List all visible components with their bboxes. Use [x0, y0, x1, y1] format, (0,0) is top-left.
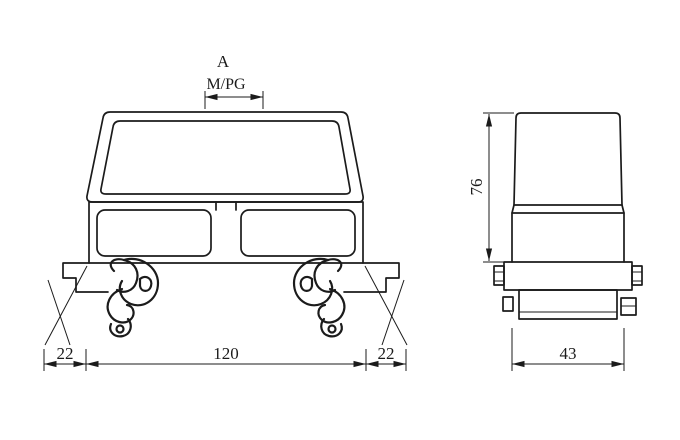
side-hood-outline — [513, 112, 623, 206]
corner-brace-right-a — [364, 265, 408, 346]
dim-value-body-width: 120 — [213, 344, 239, 363]
corner-brace-right-b — [381, 279, 405, 346]
section-label: A — [217, 52, 230, 71]
dim-value-left-flange: 22 — [57, 344, 74, 363]
front-dimensions: A M/PG 22 120 22 — [43, 52, 407, 371]
hood-window — [100, 120, 351, 195]
cover-plate-left — [96, 209, 212, 257]
body-outline — [88, 201, 364, 264]
side-bottom-box — [518, 289, 618, 320]
thread-label: M/PG — [206, 76, 246, 93]
dim-value-depth: 43 — [560, 344, 577, 363]
cover-plate-right — [240, 209, 356, 257]
corner-brace-left-b — [47, 279, 71, 346]
hood-outline — [86, 111, 364, 203]
side-collar — [511, 204, 625, 214]
side-tab-left — [493, 265, 505, 286]
side-flange-plate — [503, 261, 633, 291]
corner-brace-left-a — [44, 265, 88, 346]
bale-clamp-left — [106, 257, 160, 338]
side-dimensions: 76 43 — [467, 112, 625, 371]
side-foot-left — [502, 296, 514, 312]
dim-value-height: 76 — [467, 179, 486, 196]
front-view — [44, 111, 408, 346]
flange-left — [62, 262, 109, 293]
dim-value-right-flange: 22 — [378, 344, 395, 363]
side-tab-right — [631, 265, 643, 286]
bale-clamp-right — [292, 257, 346, 338]
side-view — [493, 112, 643, 320]
